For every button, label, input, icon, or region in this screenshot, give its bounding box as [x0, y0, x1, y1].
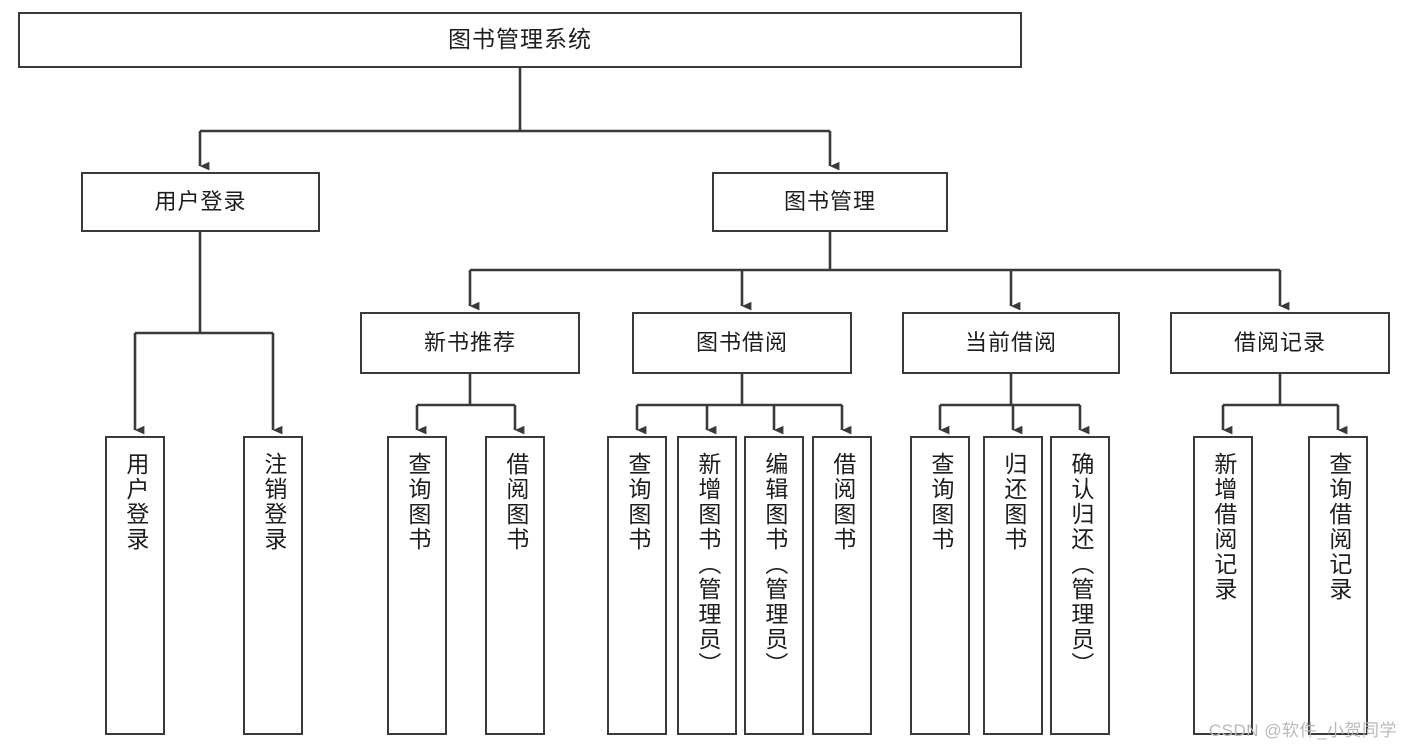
node-new-book-recommend[interactable]: 新书推荐	[360, 312, 580, 374]
node-label: 编辑图书（管理员）	[761, 452, 788, 677]
node-current-borrow[interactable]: 当前借阅	[902, 312, 1120, 374]
node-leaf-return-book[interactable]: 归还图书	[983, 436, 1043, 735]
node-label: 图书管理	[783, 188, 876, 214]
node-leaf-edit-book-admin[interactable]: 编辑图书（管理员）	[744, 436, 804, 735]
node-label: 借阅图书	[829, 452, 856, 552]
csdn-watermark: CSDN @软件_小贺同学	[1208, 721, 1397, 740]
node-label: 新书推荐	[423, 329, 516, 355]
node-label: 新增图书（管理员）	[694, 452, 721, 677]
node-root-book-management-system[interactable]: 图书管理系统	[18, 12, 1022, 68]
node-leaf-query-borrow-record[interactable]: 查询借阅记录	[1308, 436, 1368, 735]
node-leaf-confirm-return[interactable]: 确认归还（管理员）	[1050, 436, 1110, 735]
node-leaf-borrow-book-2[interactable]: 借阅图书	[812, 436, 872, 735]
node-label: 当前借阅	[964, 329, 1057, 355]
node-label: 注销登录	[260, 452, 287, 552]
node-book-management[interactable]: 图书管理	[712, 172, 948, 232]
node-label: 用户登录	[154, 188, 247, 214]
node-leaf-add-book-admin[interactable]: 新增图书（管理员）	[677, 436, 737, 735]
node-label: 查询图书	[624, 452, 651, 552]
node-label: 图书借阅	[695, 329, 788, 355]
node-leaf-user-login[interactable]: 用户登录	[105, 436, 165, 735]
node-user-login[interactable]: 用户登录	[81, 172, 320, 232]
node-leaf-query-book-1[interactable]: 查询图书	[387, 436, 447, 735]
node-label: 借阅图书	[502, 452, 529, 552]
node-leaf-query-book-3[interactable]: 查询图书	[910, 436, 970, 735]
node-leaf-borrow-book-1[interactable]: 借阅图书	[485, 436, 545, 735]
node-leaf-add-borrow-record[interactable]: 新增借阅记录	[1193, 436, 1253, 735]
node-label: 查询图书	[927, 452, 954, 552]
node-borrow-record[interactable]: 借阅记录	[1170, 312, 1390, 374]
node-leaf-query-book-2[interactable]: 查询图书	[607, 436, 667, 735]
node-book-borrow[interactable]: 图书借阅	[632, 312, 852, 374]
node-leaf-logout-login[interactable]: 注销登录	[243, 436, 303, 735]
node-label: 用户登录	[122, 452, 149, 552]
node-label: 查询图书	[404, 452, 431, 552]
node-label: 图书管理系统	[448, 26, 592, 53]
node-label: 归还图书	[1000, 452, 1027, 552]
node-label: 查询借阅记录	[1325, 452, 1352, 602]
node-label: 借阅记录	[1233, 329, 1326, 355]
node-label: 确认归还（管理员）	[1067, 452, 1094, 677]
node-label: 新增借阅记录	[1210, 452, 1237, 602]
